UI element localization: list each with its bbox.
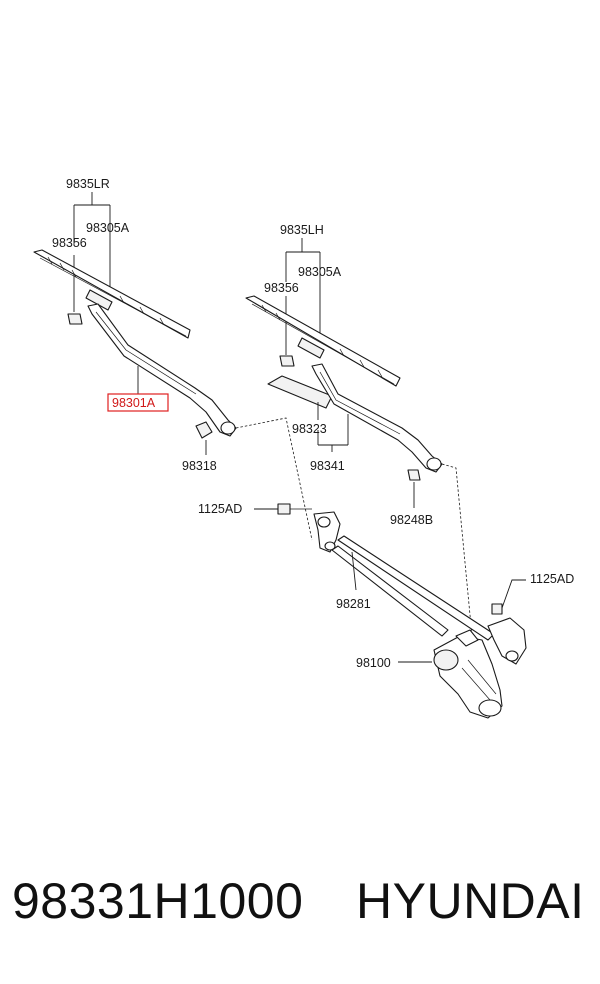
label-98248b: 98248B: [390, 513, 433, 527]
linkage-rod-lower: [331, 545, 449, 637]
brand-text: HYUNDAI: [356, 873, 585, 929]
left-wiper-assembly: [33, 192, 313, 541]
label-1125ad-right: 1125AD: [530, 572, 574, 586]
label-98301a[interactable]: 98301A: [112, 396, 156, 410]
highlight-box-98301a: [107, 393, 169, 412]
left-arm-cap: [195, 421, 213, 439]
linkage-and-motor: [254, 503, 527, 719]
label-98318: 98318: [182, 459, 217, 473]
label-98281: 98281: [336, 597, 371, 611]
label-1125ad-left: 1125AD: [198, 502, 242, 516]
left-mounting-bolt: [254, 503, 312, 515]
label-98356-left: 98356: [52, 236, 87, 250]
part-number-text: 98331H1000: [12, 873, 304, 929]
label-98323: 98323: [292, 422, 327, 436]
right-wiper-blade: [245, 295, 401, 387]
caption: 98331H1000 HYUNDAI: [0, 872, 600, 952]
label-9835lr: 9835LR: [66, 177, 110, 191]
wiper-parts-diagram: 9835LR 98305A 98356 98301A 98318 9835LH …: [33, 177, 574, 719]
label-98305a-right: 98305A: [298, 265, 342, 279]
label-98341: 98341: [310, 459, 345, 473]
label-98305a-left: 98305A: [86, 221, 130, 235]
right-blade-clip: [279, 355, 295, 367]
label-98100: 98100: [356, 656, 391, 670]
left-wiper-arm: [87, 303, 237, 437]
part-labels: 9835LR 98305A 98356 98301A 98318 9835LH …: [52, 177, 574, 670]
label-98356-right: 98356: [264, 281, 299, 295]
right-wiper-assembly: [245, 238, 473, 637]
linkage-rod-upper: [337, 535, 495, 641]
wiper-motor: [433, 629, 503, 719]
right-mounting-bolt: [491, 579, 526, 615]
left-blade-clip: [67, 313, 83, 325]
arm-nut: [407, 469, 421, 481]
left-wiper-blade: [33, 249, 191, 339]
right-wiper-arm: [311, 363, 443, 473]
label-9835lh: 9835LH: [280, 223, 324, 237]
